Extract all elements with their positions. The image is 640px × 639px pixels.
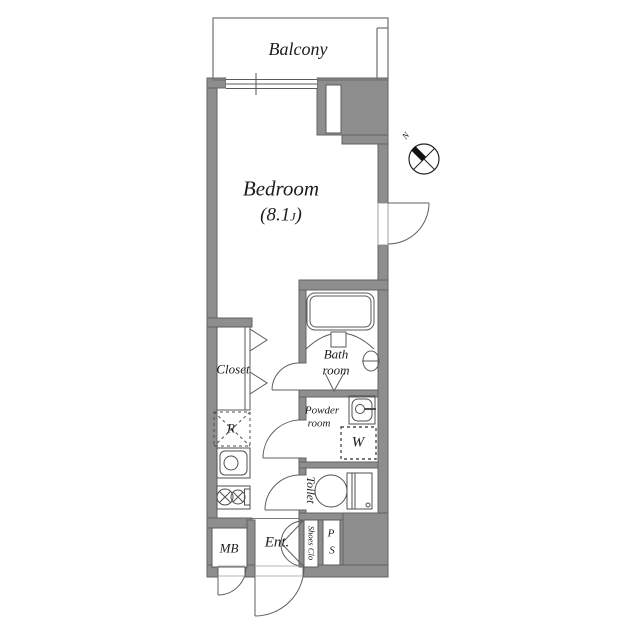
compass	[408, 143, 440, 175]
powder-room-label-line2: room	[307, 417, 331, 430]
service-boxes	[211, 84, 342, 568]
walls	[206, 77, 389, 578]
washer-space-box	[340, 426, 377, 460]
shoes-door-leaf-top	[282, 520, 304, 543]
wall-right-upper	[377, 143, 389, 204]
bath-fold-door	[324, 372, 345, 393]
wall-bottom-seg3	[302, 564, 389, 578]
burner-right-x2	[232, 491, 244, 503]
pipe-space-label-p: P	[327, 527, 335, 540]
refrigerator-diag-2	[213, 411, 251, 447]
toilet-knob	[365, 502, 371, 508]
wall-bath-powder-divider	[298, 389, 379, 398]
wall-powder-toilet-divider	[298, 461, 379, 469]
shoes-door-leaf-bottom	[282, 544, 304, 567]
toilet-label: Toilet	[304, 476, 318, 504]
pipe-space-box	[322, 519, 341, 566]
stove-burner-right	[230, 489, 246, 505]
powder-fixtures	[340, 395, 377, 460]
meter-box-label: MB	[219, 540, 239, 556]
mb-door-arc	[217, 566, 247, 596]
sink-basin	[219, 450, 248, 476]
duct-slot	[325, 84, 342, 134]
wall-kitchen-bottom	[206, 517, 253, 529]
balcony-label: Balcony	[268, 39, 328, 59]
toilet-fixtures	[314, 472, 373, 510]
bedroom-size-unit: J	[290, 209, 296, 224]
bathtub-outer	[306, 292, 375, 331]
wall-mb-ent	[246, 519, 256, 568]
washbasin-faucet	[355, 404, 365, 414]
bedroom-size-prefix: (8.1	[260, 204, 291, 226]
powder-door-arc	[262, 419, 302, 459]
thresholds	[218, 565, 303, 577]
closet-label: Closet	[216, 361, 250, 377]
burner-left-x2	[219, 491, 231, 503]
entrance-door-arc	[254, 566, 305, 617]
meter-box	[211, 527, 248, 568]
wall-corridor-a	[298, 289, 307, 364]
right-door-frame	[377, 202, 389, 246]
closet-bifold-bottom	[249, 371, 268, 395]
wall-closet-top	[206, 317, 253, 328]
closet-bifold-top	[249, 328, 268, 352]
stove-burner-left	[216, 488, 234, 506]
bath-arc-tab	[330, 331, 347, 348]
refrigerator-space-box	[213, 411, 251, 447]
shoes-door-arc-top	[280, 520, 304, 544]
wall-top-right-step	[341, 134, 389, 145]
shoes-closet-box	[303, 519, 319, 568]
bathroom-label-line2: room	[322, 362, 350, 378]
shoes-closet-label: Shoes Clo	[306, 525, 317, 561]
bedroom-size-suffix: )	[295, 204, 302, 226]
bath-fixtures	[305, 292, 380, 372]
right-door-arc	[387, 202, 430, 245]
toilet-door-arc	[264, 474, 301, 511]
refrigerator-space-label: R	[227, 420, 235, 436]
wall-ent-shoes	[298, 519, 305, 568]
compass-circle	[408, 143, 440, 175]
wall-bedroom-bath-divider	[298, 279, 389, 291]
balcony-window	[226, 73, 317, 95]
closet-fixture	[216, 326, 268, 411]
doors	[217, 202, 430, 617]
bath-door-arc	[271, 362, 300, 391]
compass-north-needle	[411, 146, 427, 162]
bedroom-size-label: (8.1J)	[260, 206, 302, 225]
sink-drain	[223, 455, 239, 471]
powder-room-label-line1: Powder	[304, 404, 340, 417]
sink-counter	[216, 447, 251, 479]
wall-bottom-right-mass	[342, 512, 389, 568]
bedroom-label: Bedroom	[242, 176, 320, 201]
bathtub-inner	[309, 295, 372, 328]
entrance-label: Ent.	[264, 534, 290, 551]
bathroom-label-line1: Bath	[323, 346, 349, 362]
pipe-space-label-s: S	[329, 544, 335, 557]
toilet-bowl	[314, 474, 348, 508]
washer-space-label: W	[351, 434, 365, 451]
wall-shoes-ps	[317, 519, 324, 568]
kitchen-fixtures	[213, 411, 251, 510]
toilet-tank	[346, 472, 373, 510]
